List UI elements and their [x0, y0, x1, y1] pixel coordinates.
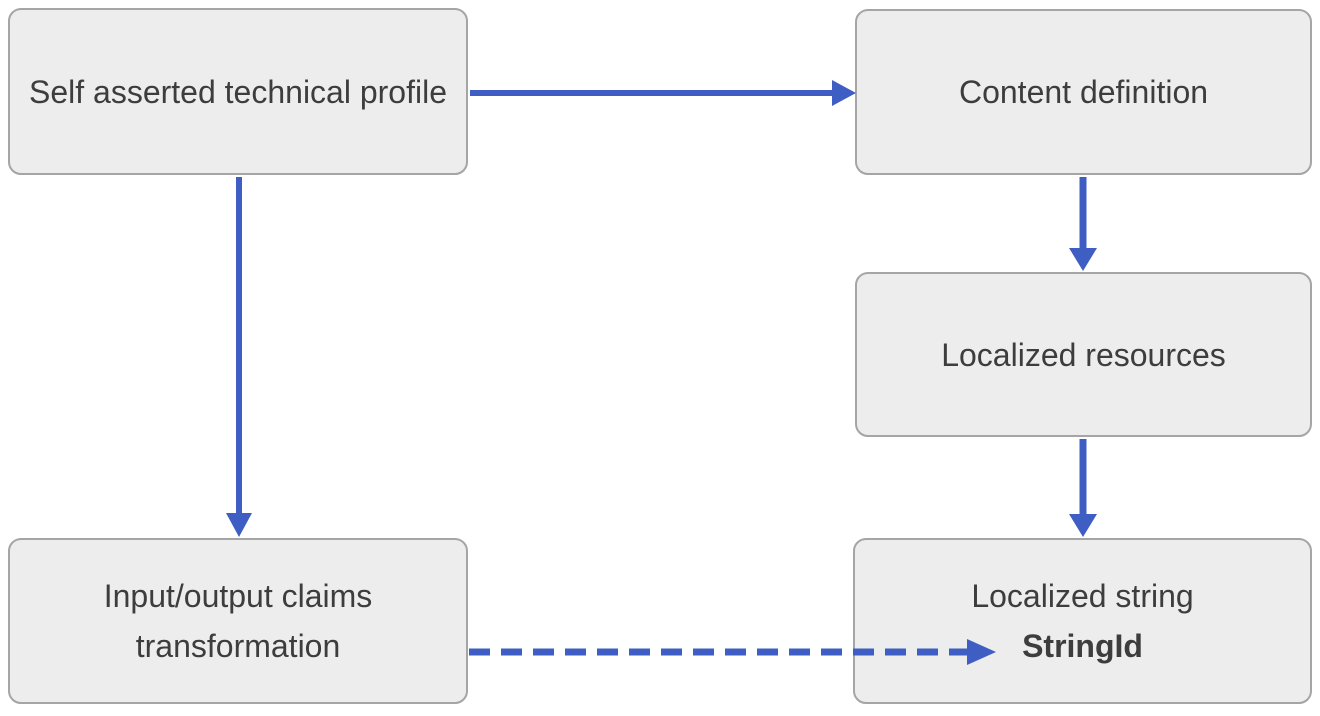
node-label: Localized resources — [941, 336, 1226, 373]
node-label: Content definition — [958, 74, 1209, 110]
arrow-head-icon — [832, 80, 856, 106]
node-self-asserted-technical-profile: Self asserted technical profile — [8, 8, 468, 175]
node-label-line1: Localized string — [971, 578, 1194, 614]
arrow-head-icon — [226, 513, 252, 537]
edge-self-asserted-to-content-definition — [470, 80, 856, 106]
arrow-head-icon — [1069, 514, 1097, 537]
arrow-head-icon — [1069, 248, 1097, 271]
node-label: Input/output claims transformation — [103, 578, 373, 664]
edge-localized-resources-to-localized-string — [1069, 439, 1097, 537]
node-label-string-id: StringId — [1022, 628, 1143, 664]
edge-self-asserted-to-claims-transformation — [226, 177, 252, 537]
node-content-definition: Content definition — [855, 9, 1312, 175]
node-input-output-claims-transformation: Input/output claims transformation — [8, 538, 468, 704]
node-localized-string: Localized string StringId — [853, 538, 1312, 704]
edge-content-definition-to-localized-resources — [1069, 177, 1097, 271]
node-localized-resources: Localized resources — [855, 272, 1312, 437]
node-label: Self asserted technical profile — [29, 73, 447, 110]
node-label: Localized string StringId — [971, 571, 1193, 671]
